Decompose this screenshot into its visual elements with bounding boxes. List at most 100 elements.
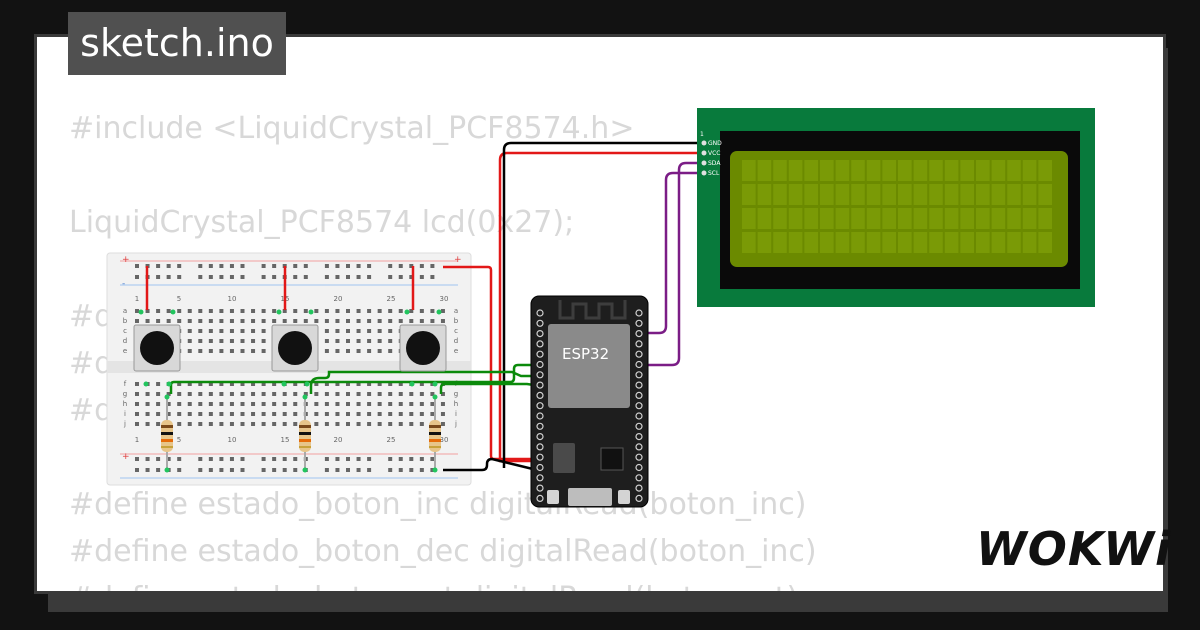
esp32-board[interactable]: ESP32 (530, 295, 649, 508)
esp32-pin (536, 412, 544, 420)
breadboard-hole (419, 309, 424, 313)
breadboard-hole (166, 402, 171, 406)
resistor[interactable] (161, 394, 173, 473)
breadboard-hole (187, 422, 192, 426)
breadboard-hole (356, 275, 361, 279)
lcd-display[interactable]: 1 GND VCC SDA SCL (697, 108, 1095, 307)
breadboard-hole (324, 392, 329, 396)
breadboard-hole (187, 382, 192, 386)
breadboard-hole (177, 309, 182, 313)
breadboard-hole (388, 457, 393, 461)
breadboard-hole (377, 392, 382, 396)
black-wire[interactable] (443, 457, 542, 473)
breadboard-hole (293, 412, 298, 416)
breadboard-hole (208, 422, 213, 426)
breadboard-hole (187, 349, 192, 353)
breadboard-hole (166, 264, 171, 268)
code-editor: #include <LiquidCrystal_PCF8574.h> Liqui… (69, 105, 817, 591)
boot-button[interactable] (618, 490, 630, 504)
breadboard-hole (335, 457, 340, 461)
breadboard-hole (293, 319, 298, 323)
esp32-pin (536, 433, 544, 441)
lcd-cell (1007, 232, 1021, 253)
breadboard-hole (135, 275, 139, 279)
column-number: 15 (281, 436, 290, 444)
lcd-cell (820, 160, 834, 181)
lcd-cell (944, 184, 959, 205)
esp32-pin (536, 474, 544, 482)
resistor[interactable] (429, 394, 441, 473)
esp32-pin (536, 319, 544, 327)
breadboard-hole (377, 309, 382, 313)
breadboard-hole (166, 275, 171, 279)
breadboard-hole (251, 339, 256, 343)
resistor[interactable] (299, 394, 311, 473)
breadboard-hole (346, 319, 350, 323)
breadboard-hole (156, 422, 161, 426)
breadboard-hole (272, 457, 277, 461)
lcd-cell (742, 232, 756, 253)
lcd-pin-label: GND (708, 140, 722, 147)
red-wire[interactable] (498, 151, 707, 463)
en-button[interactable] (547, 490, 559, 504)
lcd-cell (788, 208, 803, 229)
breadboard-hole (303, 392, 308, 396)
green-wires[interactable] (169, 363, 542, 394)
lcd-cell (788, 184, 803, 205)
esp32-pin (635, 453, 643, 461)
black-wire[interactable] (502, 141, 707, 468)
esp32-pin (635, 391, 643, 399)
breadboard-hole (367, 264, 372, 268)
breadboard-hole (430, 319, 435, 323)
breadboard-hole (324, 457, 329, 461)
lcd-cell (882, 160, 896, 181)
purple-wires[interactable] (639, 161, 707, 367)
breadboard-hole (419, 412, 424, 416)
green-wire[interactable] (439, 382, 542, 394)
breadboard-hole (303, 309, 308, 313)
column-number: 20 (334, 436, 343, 444)
breadboard-hole (367, 468, 372, 472)
green-wire[interactable] (169, 363, 541, 394)
purple-wire[interactable] (639, 161, 707, 367)
breadboard-hole (314, 402, 319, 406)
breadboard-hole (303, 264, 308, 268)
breadboard-hole (219, 468, 224, 472)
row-letter: c (454, 327, 458, 335)
breadboard-hole (367, 339, 372, 343)
lcd-cell (898, 184, 912, 205)
breadboard-hole (367, 412, 372, 416)
breadboard-hole (198, 382, 203, 386)
breadboard-hole (419, 319, 424, 323)
lcd-cell (898, 208, 912, 229)
purple-wire[interactable] (639, 171, 707, 335)
breadboard-hole (377, 412, 382, 416)
lcd-cell (757, 208, 772, 229)
breadboard-hole (293, 275, 298, 279)
breadboard-hole (409, 468, 414, 472)
breadboard-hole (272, 422, 277, 426)
breadboard-hole (398, 392, 403, 396)
push-button[interactable] (133, 309, 181, 387)
breadboard-hole (272, 468, 277, 472)
breadboard-hole (356, 382, 361, 386)
breadboard-hole (240, 457, 245, 461)
file-tab[interactable]: sketch.ino (68, 12, 286, 75)
lcd-cell (1007, 208, 1021, 229)
lcd-cell (944, 160, 959, 181)
breadboard-hole (208, 329, 213, 333)
esp32-pin (536, 330, 544, 338)
esp32-pin (635, 463, 643, 472)
lcd-cell (913, 232, 928, 253)
breadboard-hole (240, 422, 245, 426)
breadboard-hole (208, 402, 213, 406)
black-wires[interactable] (443, 141, 707, 473)
push-button[interactable] (399, 309, 447, 387)
lcd-cell (1007, 184, 1021, 205)
green-wire[interactable] (309, 370, 541, 394)
breadboard-hole (145, 457, 150, 461)
breadboard-hole (187, 412, 192, 416)
lcd-cell (1022, 160, 1037, 181)
push-button[interactable] (271, 309, 319, 387)
breadboard-hole (430, 392, 435, 396)
